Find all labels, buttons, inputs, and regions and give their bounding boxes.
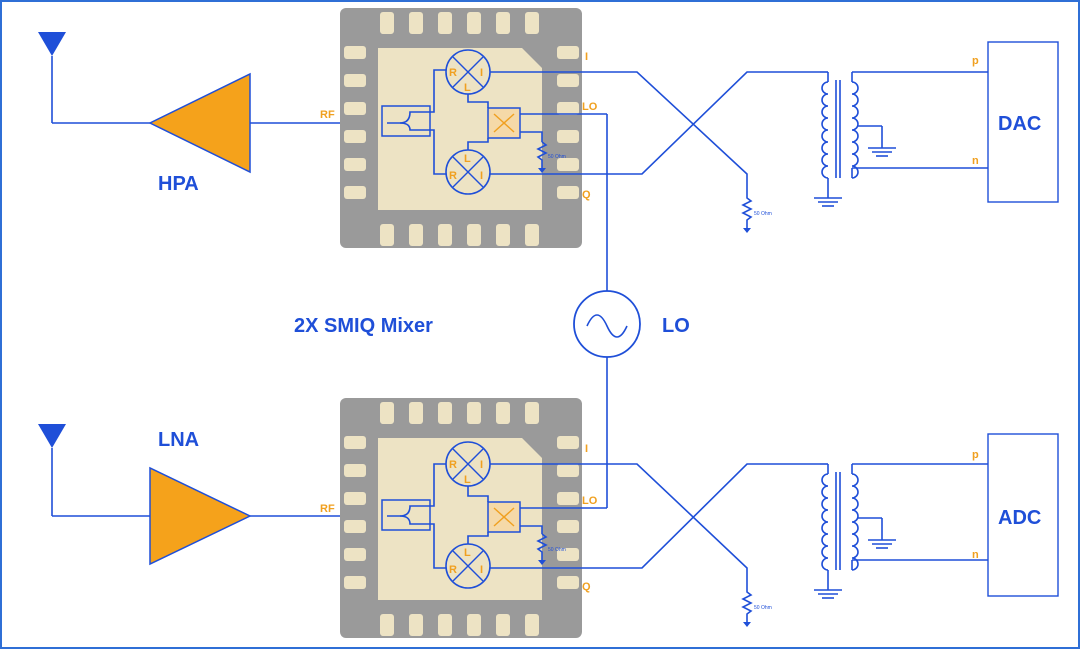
chip-bottom-pin-q: Q: [582, 581, 591, 593]
lo-oscillator-icon: [573, 114, 641, 508]
chip-top-pin-q: Q: [582, 189, 591, 201]
chip-bottom-pin-lo: LO: [582, 495, 598, 507]
mixer-chip-bottom: R I L R I L 50 Ohm: [340, 398, 607, 638]
dac-pin-p: p: [972, 55, 979, 67]
chip-top-pin-i: I: [585, 51, 588, 63]
dac-pin-n: n: [972, 155, 979, 167]
mixer-top-b-port-r: R: [449, 170, 457, 182]
resistor-label-bottom-chip: 50 Ohm: [548, 547, 566, 553]
chip-bottom-pin-rf: RF: [320, 503, 335, 515]
mixer-top-a-port-i: I: [480, 67, 483, 79]
adc-block: [987, 433, 1059, 597]
mixer-bottom-b-port-r: R: [449, 564, 457, 576]
transformer-bottom: [814, 463, 988, 599]
mixer-bottom-b-port-l: L: [464, 547, 471, 559]
adc-pin-n: n: [972, 549, 979, 561]
resistor-label-top-chip: 50 Ohm: [548, 154, 566, 160]
dac-label: DAC: [998, 113, 1041, 135]
mixer-top-b-port-i: I: [480, 170, 483, 182]
antenna-bottom-icon: [38, 424, 152, 517]
mixer-bottom-b-port-i: I: [480, 564, 483, 576]
mixer-top-a-port-l: L: [464, 82, 471, 94]
dac-block: [987, 41, 1059, 203]
mixer-top-a-port-r: R: [449, 67, 457, 79]
chip-top-pin-rf: RF: [320, 109, 335, 121]
hpa-label: HPA: [158, 173, 199, 195]
adc-pin-p: p: [972, 449, 979, 461]
mixer-chip-top: R I L R I L 50 Ohm: [340, 8, 607, 248]
diagram-title: 2X SMIQ Mixer: [294, 315, 433, 337]
iq-crossover-bottom: 50 Ohm: [607, 463, 820, 627]
antenna-top-icon: [38, 32, 150, 124]
mixer-bottom-a-port-i: I: [480, 459, 483, 471]
lna-label: LNA: [158, 429, 199, 451]
chip-top-pin-lo: LO: [582, 101, 598, 113]
resistor-label-bottom: 50 Ohm: [754, 605, 772, 611]
resistor-label-top: 50 Ohm: [754, 211, 772, 217]
lo-label: LO: [662, 315, 690, 337]
transformer-top: [814, 71, 988, 207]
mixer-bottom-a-port-l: L: [464, 474, 471, 486]
mixer-bottom-a-port-r: R: [449, 459, 457, 471]
chip-bottom-pin-i: I: [585, 443, 588, 455]
adc-label: ADC: [998, 507, 1041, 529]
mixer-top-b-port-l: L: [464, 153, 471, 165]
iq-crossover-top: 50 Ohm: [607, 71, 820, 233]
